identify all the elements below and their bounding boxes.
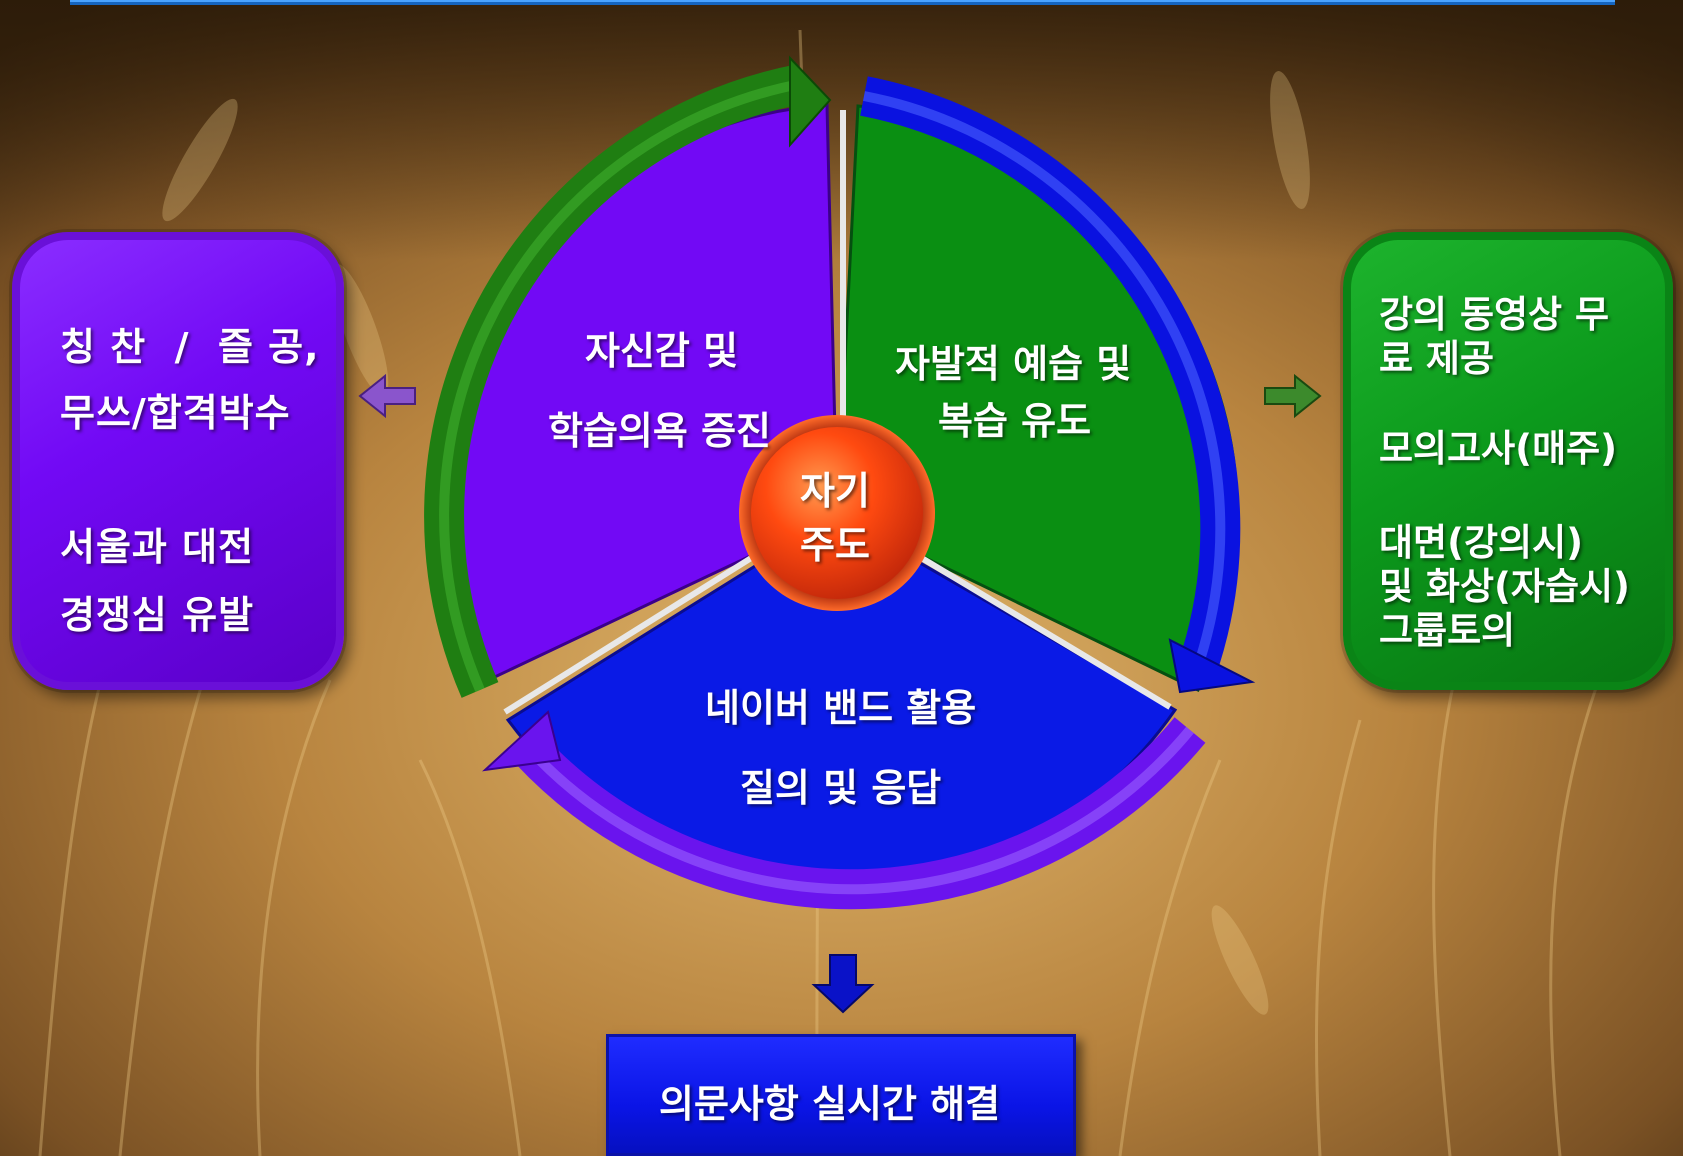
segment-top-right-line2: 복습 유도 [938, 399, 1092, 443]
top-bar [70, 0, 1615, 5]
ring-arrowhead-green [789, 55, 832, 148]
arrow-left-icon [358, 373, 416, 419]
right-info-box: 강의 동영상 무 료 제공 모의고사(매주) 대면(강의시) 및 화상(자습시)… [1343, 232, 1673, 690]
right-box-line: 대면(강의시) [1379, 521, 1584, 564]
center-circle [751, 427, 923, 599]
left-box-line: 무쓰/합격박수 [60, 391, 291, 435]
bottom-box-label: 의문사항 실시간 해결 [659, 1082, 1001, 1126]
right-box-line: 료 제공 [1379, 337, 1495, 380]
right-box-line: 그룹토의 [1379, 609, 1516, 652]
arrow-down-icon [811, 954, 875, 1014]
segment-top-right-line1: 자발적 예습 및 [895, 342, 1132, 386]
right-box-line: 및 화상(자습시) [1379, 565, 1630, 608]
left-box-line: 경쟁심 유발 [60, 593, 255, 637]
center-label-line1: 자기 [800, 469, 870, 513]
segment-top-left-line2: 학습의욕 증진 [548, 409, 771, 453]
right-box-line: 강의 동영상 무 [1379, 293, 1610, 336]
right-box-line: 모의고사(매주) [1379, 427, 1618, 470]
bottom-result-box: 의문사항 실시간 해결 [606, 1034, 1076, 1156]
segment-bottom-line2: 질의 및 응답 [740, 766, 942, 810]
left-box-line: 서울과 대전 [60, 525, 255, 569]
left-box-line: 칭 찬 / 즐 공, [60, 325, 320, 369]
segment-top-left-line1: 자신감 및 [585, 329, 739, 373]
ring-arrowhead-purple [481, 710, 562, 772]
segment-bottom-line1: 네이버 밴드 활용 [705, 686, 977, 730]
arrow-right-icon [1264, 373, 1322, 419]
center-label-line2: 주도 [800, 523, 870, 567]
left-info-box: 칭 찬 / 즐 공, 무쓰/합격박수 서울과 대전 경쟁심 유발 [12, 232, 344, 690]
ring-arrowhead-blue [1168, 638, 1256, 694]
